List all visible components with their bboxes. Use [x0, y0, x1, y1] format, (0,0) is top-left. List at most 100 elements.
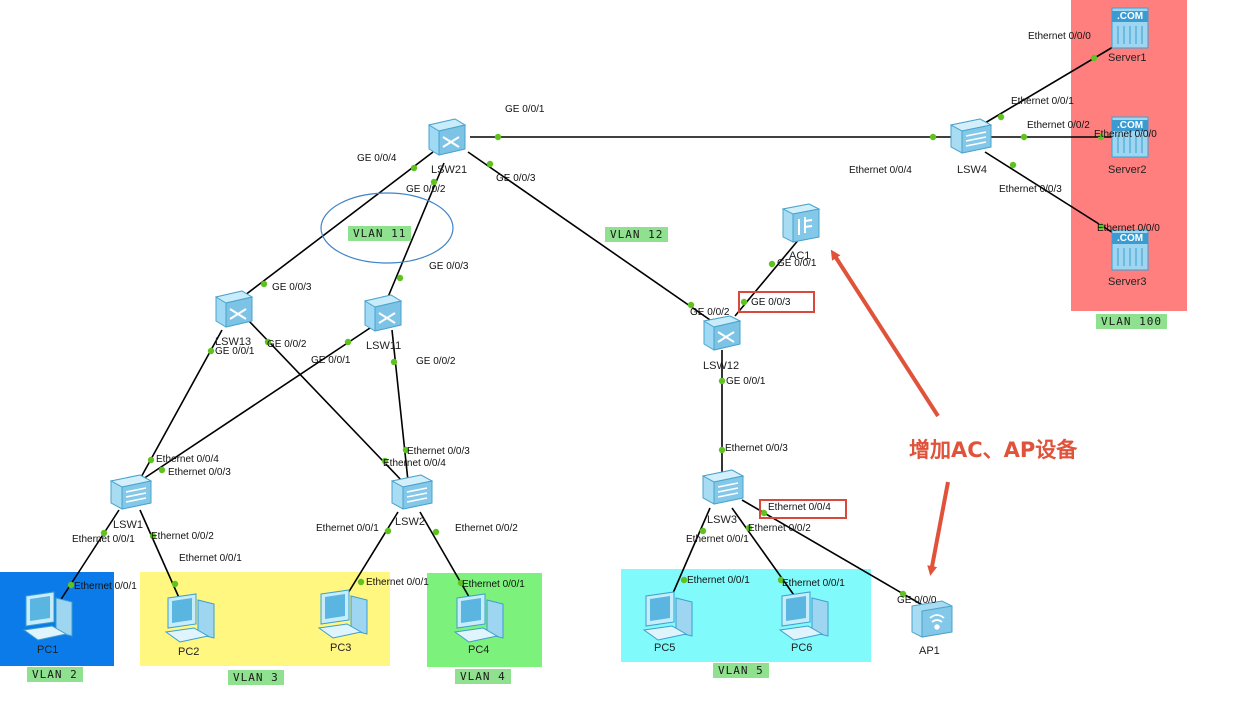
port-pc6-eth1: Ethernet 0/0/1 [782, 578, 845, 589]
port-ap1-ge0: GE 0/0/0 [897, 595, 937, 606]
server-badge: .COM [1112, 233, 1148, 244]
port-lsw21-ge1: GE 0/0/1 [505, 104, 545, 115]
port-lsw13-ge1: GE 0/0/1 [215, 346, 255, 357]
vlan-12-tag: VLAN 12 [605, 227, 669, 242]
port-lsw1-eth3: Ethernet 0/0/3 [168, 467, 231, 478]
pc5-label: PC5 [654, 642, 676, 654]
server2-icon[interactable]: .COM [1108, 113, 1152, 159]
lsw11-switch-icon[interactable] [361, 291, 405, 335]
lsw3-label: LSW3 [707, 514, 737, 526]
vlan-3-tag: VLAN 3 [228, 670, 284, 685]
port-pc2-eth1: Ethernet 0/0/1 [179, 553, 242, 564]
vlan-5-tag: VLAN 5 [713, 663, 769, 678]
port-lsw2-eth4: Ethernet 0/0/4 [383, 458, 446, 469]
port-lsw13-ge2: GE 0/0/2 [267, 339, 307, 350]
server3-icon[interactable]: .COM [1108, 226, 1152, 272]
vlan-2-tag: VLAN 2 [27, 667, 83, 682]
pc4-computer-icon[interactable] [453, 592, 509, 644]
port-lsw12-ge3: GE 0/0/3 [751, 297, 791, 308]
link-lsw4-server1 [984, 43, 1119, 124]
port-lsw11-ge2: GE 0/0/2 [416, 356, 456, 367]
port-pc4-eth1: Ethernet 0/0/1 [462, 579, 525, 590]
pc5-computer-icon[interactable] [642, 590, 698, 642]
pc4-label: PC4 [468, 644, 490, 656]
port-lsw1-eth2: Ethernet 0/0/2 [151, 531, 214, 542]
link-lsw3-pc5 [669, 507, 711, 601]
pc6-computer-icon[interactable] [778, 590, 834, 642]
port-lsw21-ge2: GE 0/0/2 [406, 184, 446, 195]
lsw11-label: LSW11 [366, 340, 402, 352]
port-lsw1-eth1: Ethernet 0/0/1 [72, 534, 135, 545]
highlight-lsw3-eth4 [759, 499, 847, 519]
annotation-arrow-to-ac1 [830, 249, 940, 418]
port-lsw12-ge2: GE 0/0/2 [690, 307, 730, 318]
port-pc3-eth1: Ethernet 0/0/1 [366, 577, 429, 588]
server1-label: Server1 [1108, 52, 1147, 64]
annotation-text: 增加AC、AP设备 [909, 438, 1078, 462]
link-lsw13-lsw2 [247, 319, 405, 484]
lsw4-switch-icon[interactable] [948, 115, 994, 157]
port-lsw4-eth2: Ethernet 0/0/2 [1027, 120, 1090, 131]
lsw13-switch-icon[interactable] [212, 287, 256, 331]
port-server1-eth0: Ethernet 0/0/0 [1028, 31, 1091, 42]
pc2-label: PC2 [178, 646, 200, 658]
link-lsw1-pc1 [57, 509, 120, 605]
pc2-computer-icon[interactable] [164, 592, 220, 644]
lsw2-switch-icon[interactable] [389, 471, 435, 513]
port-dots [67, 54, 1105, 598]
port-lsw4-eth1: Ethernet 0/0/1 [1011, 96, 1074, 107]
link-lsw21-lsw13 [235, 151, 434, 303]
port-lsw3-eth3: Ethernet 0/0/3 [725, 443, 788, 454]
port-server3-eth0: Ethernet 0/0/0 [1097, 223, 1160, 234]
port-lsw3-eth1: Ethernet 0/0/1 [686, 534, 749, 545]
vlan-100-tag: VLAN 100 [1096, 314, 1167, 329]
link-lsw3-pc6 [731, 507, 797, 599]
lsw1-switch-icon[interactable] [108, 471, 154, 513]
annotation-arrow-to-ap1 [927, 481, 950, 576]
port-ac1-ge1: GE 0/0/1 [777, 258, 817, 269]
ac1-controller-icon[interactable] [779, 201, 823, 245]
port-lsw21-ge4: GE 0/0/4 [357, 153, 397, 164]
port-pc5-eth1: Ethernet 0/0/1 [687, 575, 750, 586]
lsw12-switch-icon[interactable] [700, 313, 744, 353]
port-lsw11-ge3: GE 0/0/3 [429, 261, 469, 272]
lsw13-label: LSW13 [215, 336, 252, 348]
port-lsw12-ge1: GE 0/0/1 [726, 376, 766, 387]
port-lsw3-eth2: Ethernet 0/0/2 [748, 523, 811, 534]
pc1-computer-icon[interactable] [22, 590, 78, 642]
port-server2-eth0: Ethernet 0/0/0 [1094, 129, 1157, 140]
server1-icon[interactable]: .COM [1108, 4, 1152, 50]
lsw3-switch-icon[interactable] [700, 466, 746, 508]
link-lsw21-lsw12 [467, 151, 714, 323]
port-pc1-eth1: Ethernet 0/0/1 [74, 581, 137, 592]
ap1-access-point-icon[interactable] [909, 598, 955, 640]
port-lsw13-ge3: GE 0/0/3 [272, 282, 312, 293]
lsw1-label: LSW1 [113, 519, 143, 531]
link-lsw11-lsw2 [391, 329, 409, 482]
link-lsw4-server3 [984, 151, 1119, 237]
port-lsw21-ge3: GE 0/0/3 [496, 173, 536, 184]
lsw21-switch-icon[interactable] [425, 115, 469, 159]
server-badge: .COM [1112, 11, 1148, 22]
highlight-lsw12-ge3 [738, 291, 815, 313]
link-lsw21-lsw11 [387, 162, 445, 298]
port-lsw1-eth4: Ethernet 0/0/4 [156, 454, 219, 465]
pc3-computer-icon[interactable] [317, 588, 373, 640]
lsw4-label: LSW4 [957, 164, 987, 176]
link-lsw11-lsw1 [136, 325, 374, 484]
vlan-11-tag: VLAN 11 [348, 226, 412, 241]
server3-label: Server3 [1108, 276, 1147, 288]
vlan-4-tag: VLAN 4 [455, 669, 511, 684]
link-lsw2-pc4 [419, 511, 473, 603]
port-lsw4-eth3: Ethernet 0/0/3 [999, 184, 1062, 195]
port-lsw4-eth4: Ethernet 0/0/4 [849, 165, 912, 176]
ap1-label: AP1 [919, 645, 940, 657]
port-lsw2-eth2: Ethernet 0/0/2 [455, 523, 518, 534]
lsw21-label: LSW21 [431, 164, 468, 176]
vlan-11-ellipse [320, 192, 454, 264]
pc6-label: PC6 [791, 642, 813, 654]
ac1-label: AC1 [789, 250, 811, 262]
lsw2-label: LSW2 [395, 516, 425, 528]
